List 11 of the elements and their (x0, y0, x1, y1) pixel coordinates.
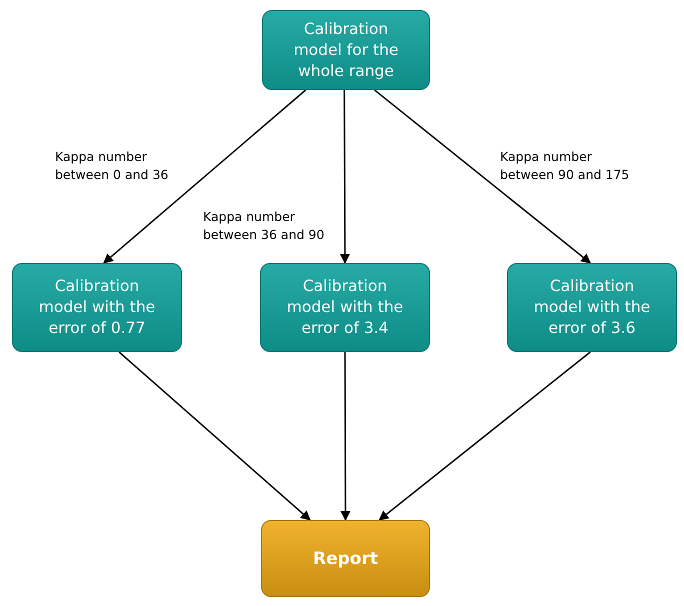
process-box: Calibration model with the error of 3.6 (507, 263, 677, 352)
arrow (340, 90, 350, 264)
arrow (103, 89, 306, 264)
report-box: Report (261, 520, 430, 597)
arrow (118, 351, 311, 521)
process-box: Calibration model for the whole range (262, 10, 430, 90)
arrow (374, 89, 592, 264)
process-box: Calibration model with the error of 3.4 (260, 263, 430, 352)
arrow (340, 352, 350, 521)
arrow (378, 351, 591, 521)
process-box: Calibration model with the error of 0.77 (12, 263, 182, 352)
